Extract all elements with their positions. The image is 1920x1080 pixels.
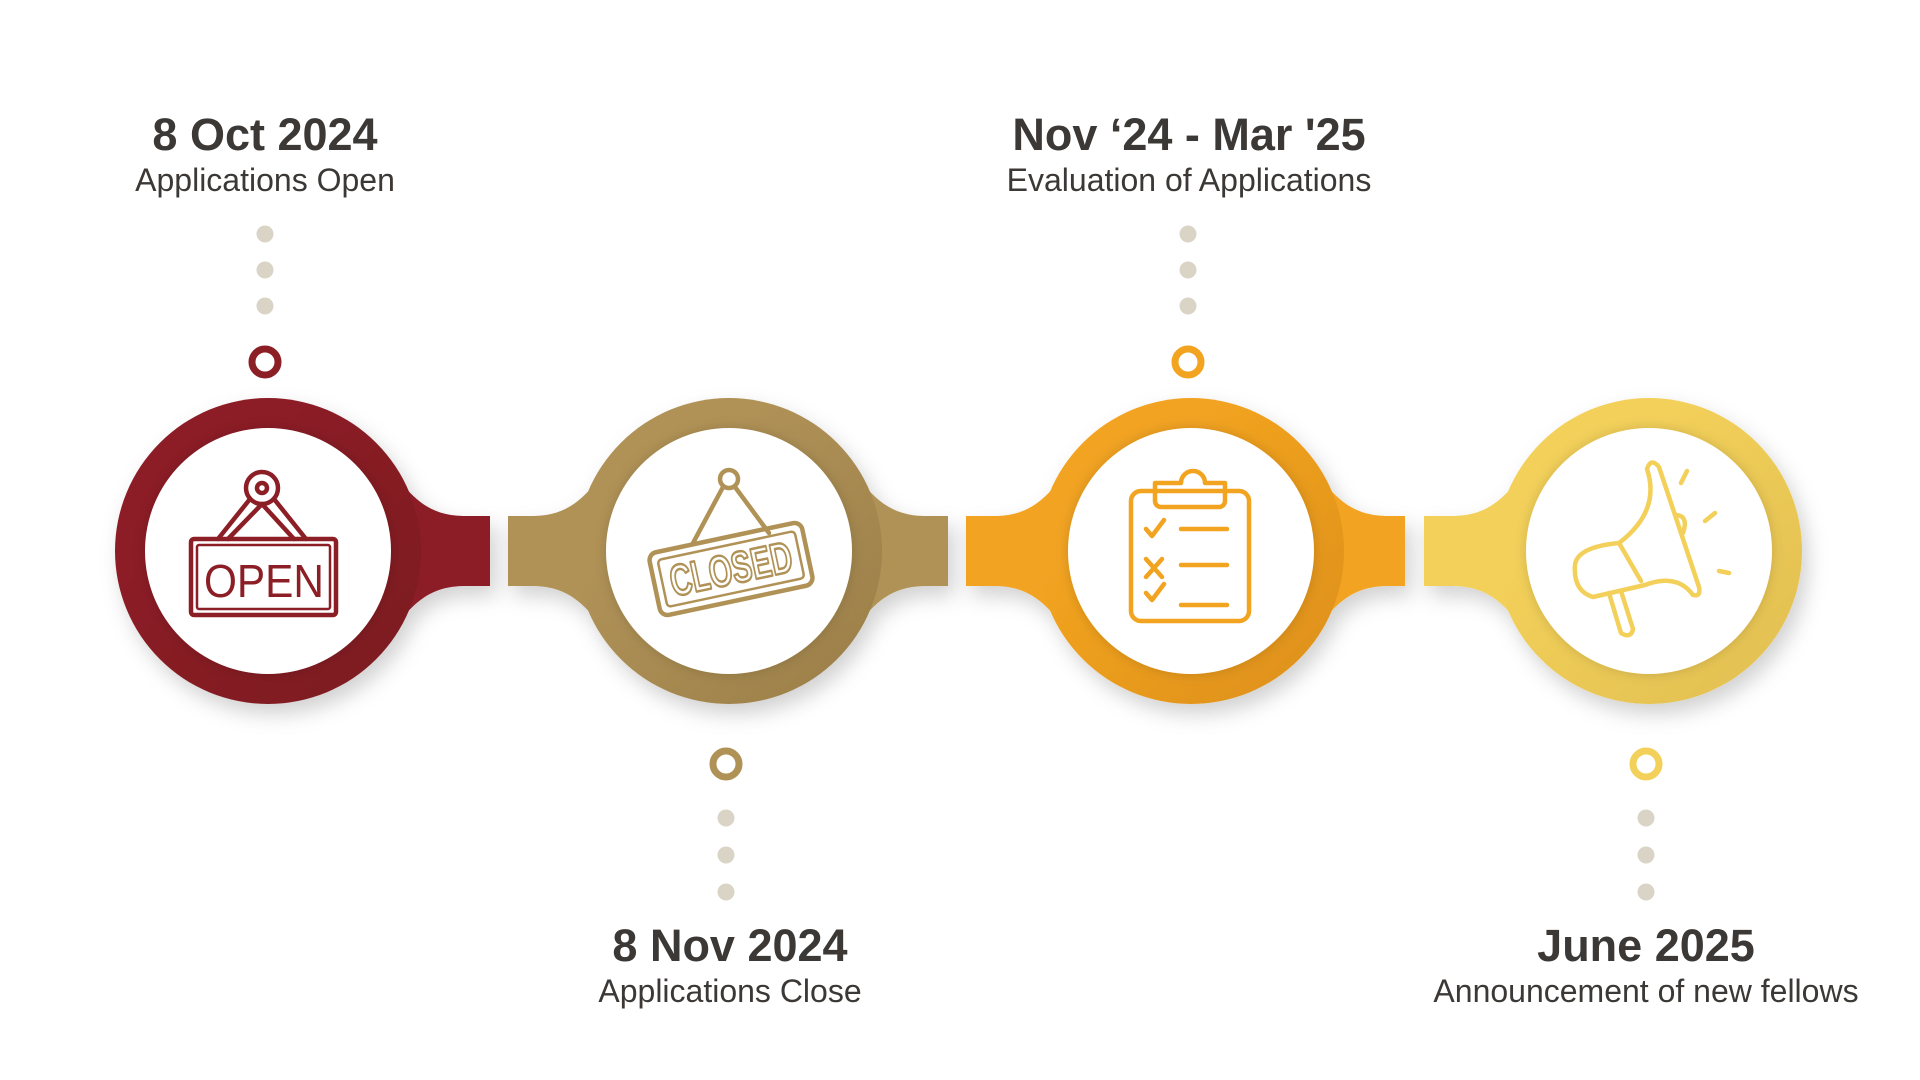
connector-dot	[1179, 261, 1197, 279]
milestone-date: 8 Nov 2024	[612, 920, 848, 971]
node-inner-circle	[1526, 428, 1772, 674]
marker-ring	[248, 345, 282, 379]
connector-dot	[256, 261, 274, 279]
connector-dot	[717, 883, 735, 901]
sign-board	[188, 536, 339, 618]
connector-dot	[1637, 846, 1655, 864]
milestone-label-3: Nov ‘24 - Mar '25 Evaluation of Applicat…	[909, 110, 1469, 200]
open-sign-icon: OPEN	[188, 469, 339, 618]
milestone-description: Applications Close	[598, 973, 862, 1009]
node-inner-circle	[606, 428, 852, 674]
list-lines	[1178, 526, 1230, 608]
sign-board-inner	[195, 543, 332, 611]
milestone-description: Evaluation of Applications	[1006, 162, 1372, 198]
hanger-strings	[690, 484, 772, 546]
milestone-date: 8 Oct 2024	[152, 109, 378, 160]
milestone-date: June 2025	[1537, 920, 1755, 971]
megaphone-divider	[1616, 540, 1644, 584]
hanger-pin	[254, 480, 270, 496]
marker-ring	[1629, 747, 1663, 781]
sign-text: OPEN	[204, 555, 324, 607]
milestone-label-1: 8 Oct 2024 Applications Open	[0, 110, 545, 200]
milestone-date: Nov ‘24 - Mar '25	[1012, 109, 1366, 160]
milestone-label-4: June 2025 Announcement of new fellows	[1366, 921, 1920, 1011]
megaphone-icon	[1572, 460, 1732, 638]
check-marks	[1143, 517, 1167, 603]
connector-dot	[256, 225, 274, 243]
node-inner-circle	[145, 428, 391, 674]
hanger-pin	[717, 467, 741, 491]
connector-dot	[256, 297, 274, 315]
connector-dot	[1637, 809, 1655, 827]
milestone-description: Announcement of new fellows	[1433, 973, 1859, 1009]
megaphone-horn	[1572, 460, 1702, 600]
hanger-strings	[215, 496, 309, 542]
milestone-description: Applications Open	[135, 162, 395, 198]
clipboard-board	[1128, 488, 1252, 624]
clipboard-clip	[1152, 468, 1228, 510]
connector-dot	[1179, 297, 1197, 315]
connector-dot	[1637, 883, 1655, 901]
connector-dot	[1179, 225, 1197, 243]
megaphone-handle	[1606, 588, 1636, 638]
clipboard-checklist-icon	[1128, 468, 1252, 624]
sound-waves	[1678, 468, 1732, 576]
megaphone-knob	[1672, 512, 1687, 536]
marker-ring	[1171, 345, 1205, 379]
sign-board-inner	[657, 530, 805, 608]
connector-dot	[717, 809, 735, 827]
marker-ring	[709, 747, 743, 781]
node-inner-circle	[1068, 428, 1314, 674]
sign-board	[647, 520, 815, 618]
connector-dot	[717, 846, 735, 864]
milestone-label-2: 8 Nov 2024 Applications Close	[450, 921, 1010, 1011]
